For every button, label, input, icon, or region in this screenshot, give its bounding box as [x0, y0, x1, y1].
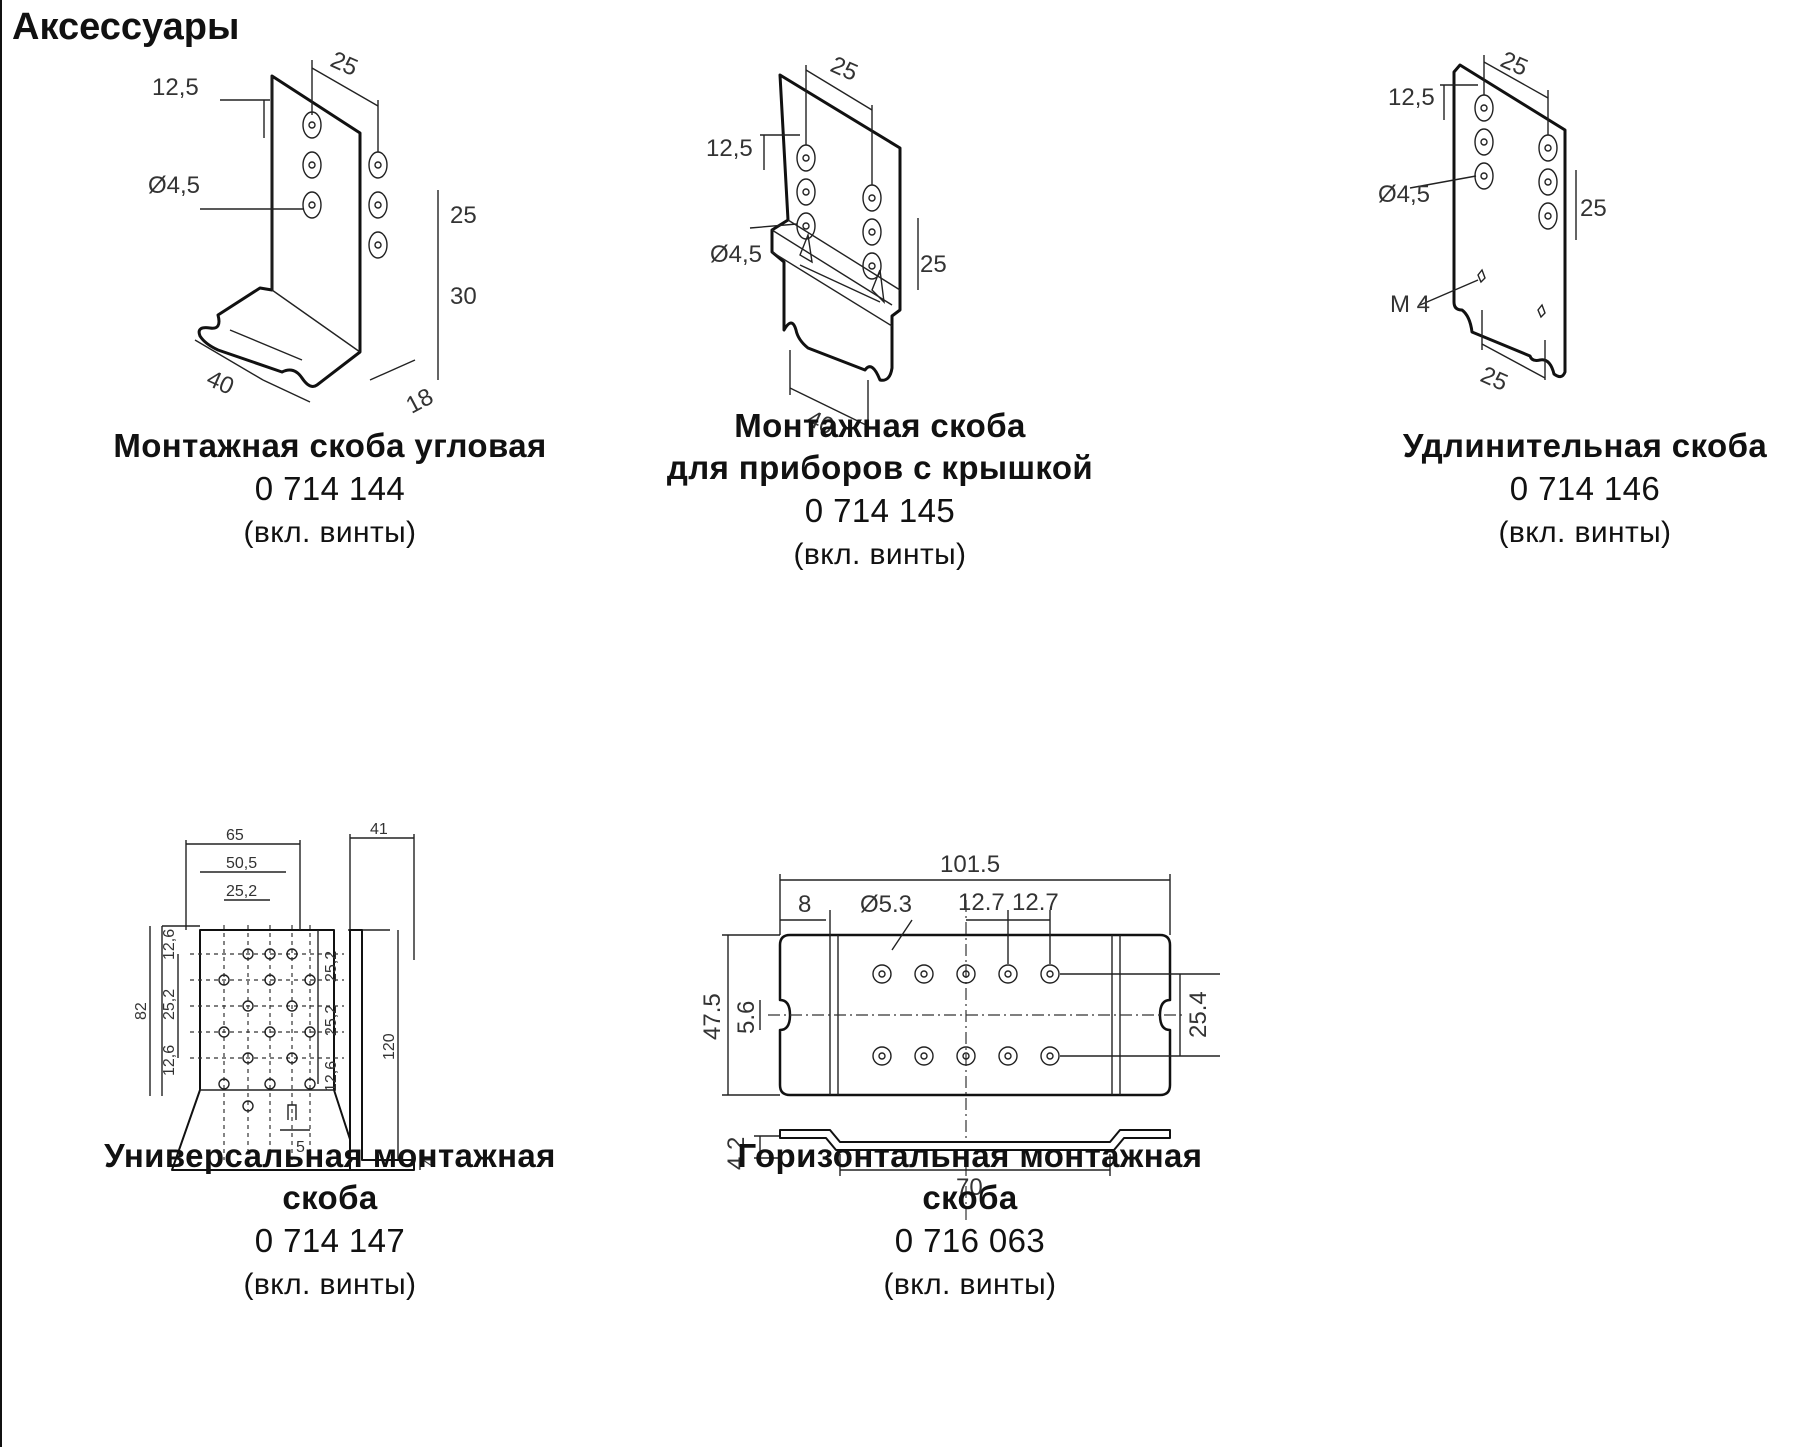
product-card-universal-bracket: Универсальная монтажная скоба 0 714 147 …	[30, 1135, 630, 1307]
dim-65: 65	[226, 827, 244, 844]
dim-25-2-right-b: 25,2	[323, 1005, 340, 1036]
product-note: (вкл. винты)	[883, 1268, 1057, 1301]
product-name-line-2: для приборов с крышкой	[666, 449, 1094, 486]
product-card-horizontal-bracket: Горизонтальная монтажная скоба 0 716 063…	[670, 1135, 1270, 1307]
dim-slot: 5.6	[733, 1001, 760, 1034]
product-card-angle-bracket: Монтажная скоба угловая 0 714 144 (вкл. …	[30, 425, 630, 555]
dim-82: 82	[133, 1002, 150, 1020]
dim-thickness: 4.2	[723, 1137, 750, 1170]
dim-offset: 12,5	[706, 135, 753, 162]
dim-pitch-c: 25	[1476, 361, 1511, 397]
product-name: Монтажная скоба угловая	[113, 427, 547, 464]
product-name-line-1: Горизонтальная монтажная	[737, 1137, 1203, 1174]
product-card-cover-bracket: Монтажная скоба для приборов с крышкой 0…	[580, 405, 1180, 577]
product-code: 0 714 145	[804, 492, 956, 529]
product-name: Удлинительная скоба	[1402, 427, 1768, 464]
page-border	[0, 0, 2, 1447]
dim-rows: 25.4	[1185, 991, 1212, 1038]
dim-length: 101.5	[940, 851, 1000, 878]
dim-pitch-b: 25	[1580, 195, 1607, 222]
product-note: (вкл. винты)	[1498, 516, 1672, 549]
page-title: Аксессуары	[12, 6, 240, 48]
dim-hole: Ø4,5	[148, 172, 200, 199]
dim-pitch-a: 25	[326, 46, 361, 82]
dim-pitch-b: 25	[450, 202, 477, 229]
hole-grid	[218, 948, 316, 1120]
dim-120: 120	[381, 1033, 398, 1060]
product-note: (вкл. винты)	[243, 516, 417, 549]
dim-12-6-right: 12,6	[323, 1061, 340, 1092]
extension-bracket-drawing: 25 12,5 Ø4,5 25 M 4 25	[1378, 46, 1607, 397]
product-name-line-1: Монтажная скоба	[734, 407, 1026, 444]
dim-thread: M 4	[1390, 291, 1430, 318]
dim-25-2: 25,2	[226, 883, 257, 900]
product-name-line-1: Универсальная монтажная	[104, 1137, 556, 1174]
angle-bracket-drawing: 25 12,5 Ø4,5 25 30 40 18	[148, 46, 477, 419]
dim-25-2-right-a: 25,2	[323, 951, 340, 982]
horizontal-bracket-drawing: 101.5 8 Ø5.3 12.7 12.7 47.5 5.6 25.4 4.2…	[699, 851, 1220, 1220]
dim-height: 30	[450, 283, 477, 310]
product-code: 0 714 144	[254, 470, 406, 507]
product-code: 0 714 146	[1509, 470, 1661, 507]
dim-slot-5: 5	[296, 1139, 305, 1156]
dim-25-2-left: 25,2	[161, 989, 178, 1020]
dim-pitch-a: 25	[1496, 46, 1531, 82]
product-name-line-2: скоба	[922, 1179, 1018, 1216]
dim-offset: 12,5	[152, 74, 199, 101]
product-note: (вкл. винты)	[793, 538, 967, 571]
dim-50-5: 50,5	[226, 855, 257, 872]
cover-bracket-drawing: 25 12,5 Ø4,5 25 40	[706, 51, 947, 440]
dim-pitch-2: 12.7	[1012, 889, 1059, 916]
dim-hole: Ø4,5	[710, 241, 762, 268]
dim-4: 4	[421, 1157, 438, 1166]
dim-hole: Ø5.3	[860, 891, 912, 918]
dim-41: 41	[370, 821, 388, 838]
dim-12-6-top: 12,6	[161, 929, 178, 960]
universal-bracket-drawing: 65 50,5 25,2 82 12,6 25,2 12,6 25,2 25,2…	[133, 821, 438, 1171]
product-code: 0 716 063	[894, 1222, 1046, 1259]
dim-pitch-1: 12.7	[958, 889, 1005, 916]
dim-width: 40	[203, 365, 238, 401]
dim-hole: Ø4,5	[1378, 181, 1430, 208]
dim-pitch-b: 25	[920, 251, 947, 278]
dim-12-6-bottom: 12,6	[161, 1045, 178, 1076]
product-note: (вкл. винты)	[243, 1268, 417, 1301]
hole-rows	[872, 964, 1060, 1066]
dim-height: 47.5	[699, 993, 726, 1040]
product-code: 0 714 147	[254, 1222, 406, 1259]
dim-depth: 18	[402, 383, 438, 419]
product-card-extension-bracket: Удлинительная скоба 0 714 146 (вкл. винт…	[1380, 425, 1790, 555]
hole-pattern	[1474, 94, 1558, 319]
dim-base: 70	[956, 1174, 983, 1201]
dim-pitch-a: 25	[826, 51, 861, 87]
dim-edge: 8	[798, 891, 811, 918]
product-name-line-2: скоба	[282, 1179, 378, 1216]
dim-offset: 12,5	[1388, 84, 1435, 111]
